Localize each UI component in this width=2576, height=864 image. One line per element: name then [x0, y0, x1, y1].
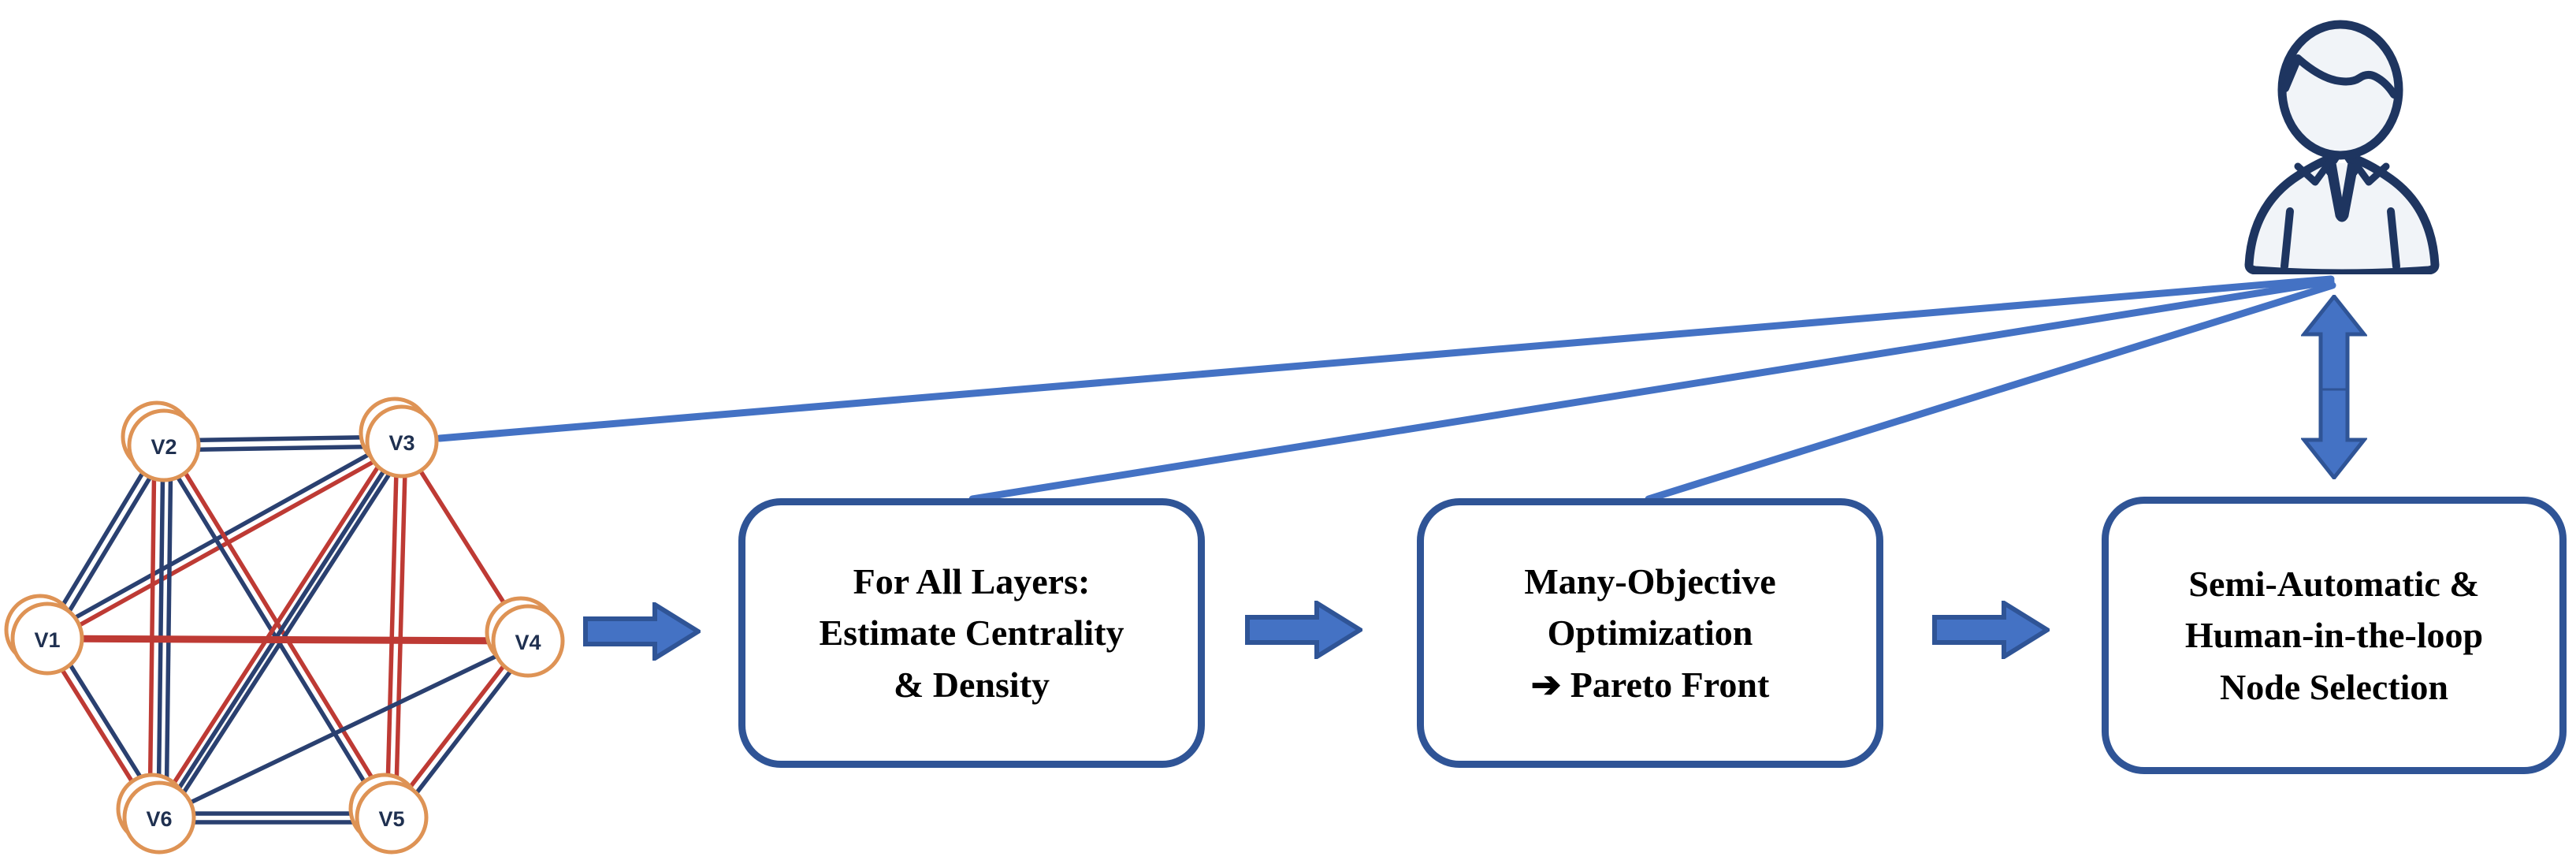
- node-front-ring: [127, 408, 201, 482]
- flow-arrow-shape: [1245, 601, 1362, 659]
- flow-arrow-shape: [1932, 601, 2050, 659]
- graph-edge-V3-V6-blue: [158, 441, 405, 820]
- person-arm-seam-left: [2280, 207, 2294, 270]
- graph-node-V5: V5: [348, 773, 429, 855]
- feedback-line-to-graph: [436, 275, 2335, 442]
- feedback-line-to-optimize-box: [1645, 281, 2336, 503]
- node-label-V3: V3: [388, 431, 414, 455]
- graph-node-V4: V4: [485, 596, 565, 678]
- graph-edge-V2-V6-red: [147, 445, 157, 817]
- node-label-V4: V4: [515, 631, 541, 654]
- graph-edge-V6-V4-blue: [158, 639, 530, 820]
- person-collar-left: [2294, 152, 2338, 186]
- graph-edge-V4-V5-blue: [393, 642, 533, 822]
- graph-edge-V1-V2-blue: [49, 446, 170, 642]
- graph-edge-V3-V6-blue: [163, 444, 410, 823]
- box-line: Node Selection: [2219, 666, 2448, 707]
- node-front-ring: [491, 604, 565, 678]
- process-box-many-objective-optimization: Many-Objective Optimization ➔ Pareto Fro…: [1417, 498, 1883, 768]
- graph-edge-V3-V6-red: [151, 437, 399, 816]
- graph-edge-V3-V5-red: [393, 441, 408, 818]
- box-line: Human-in-the-loop: [2184, 615, 2484, 656]
- graph-node-V3: V3: [359, 397, 439, 479]
- graph-node-V6: V6: [116, 773, 196, 855]
- node-label-V5: V5: [378, 807, 404, 831]
- node-front-ring: [10, 601, 84, 676]
- process-box-node-selection: Semi-Automatic & Human-in-the-loop Node …: [2102, 497, 2567, 774]
- flow-arrow-3: [1932, 601, 2050, 659]
- flow-arrow-1: [583, 602, 701, 661]
- box-line: Estimate Centrality: [819, 613, 1124, 654]
- graph-edge-V2-V6-blue: [156, 445, 165, 818]
- node-label-V6: V6: [146, 807, 172, 831]
- graph-node-V1: V1: [4, 594, 84, 676]
- graph-edge-V3-V5-red: [385, 441, 400, 817]
- node-front-ring: [365, 404, 439, 479]
- person-placket: [2329, 162, 2355, 222]
- person-arm-seam-right: [2387, 207, 2400, 270]
- double-headed-arrow-icon: [2301, 295, 2367, 479]
- box-line: Many-Objective: [1524, 561, 1776, 602]
- box-line: & Density: [893, 664, 1050, 705]
- box-line: For All Layers:: [853, 561, 1091, 602]
- person-collar-right: [2346, 152, 2390, 186]
- box-line: ➔ Pareto Front: [1530, 664, 1770, 705]
- box-line: Semi-Automatic &: [2188, 564, 2480, 605]
- feedback-line-to-estimate-box: [968, 277, 2335, 503]
- graph-node-V2: V2: [121, 400, 201, 482]
- graph-edge-V1-V4-red: [46, 635, 529, 645]
- node-front-ring: [122, 780, 196, 855]
- node-label-V2: V2: [151, 435, 177, 459]
- process-box-estimate-centrality: For All Layers: Estimate Centrality & De…: [738, 498, 1205, 768]
- flow-arrow-2: [1245, 601, 1362, 659]
- person-hair: [2281, 54, 2398, 99]
- graph-edge-V2-V6-blue: [164, 445, 173, 818]
- graph-edge-V2-V5-blue: [158, 446, 390, 821]
- flow-arrow-shape: [583, 602, 701, 661]
- node-front-ring: [355, 780, 429, 855]
- box-line: Optimization: [1547, 613, 1753, 654]
- human-analyst-icon: [2244, 20, 2440, 274]
- person-head: [2277, 20, 2403, 160]
- node-label-V1: V1: [34, 628, 60, 652]
- double-arrow-shape: [2301, 295, 2367, 479]
